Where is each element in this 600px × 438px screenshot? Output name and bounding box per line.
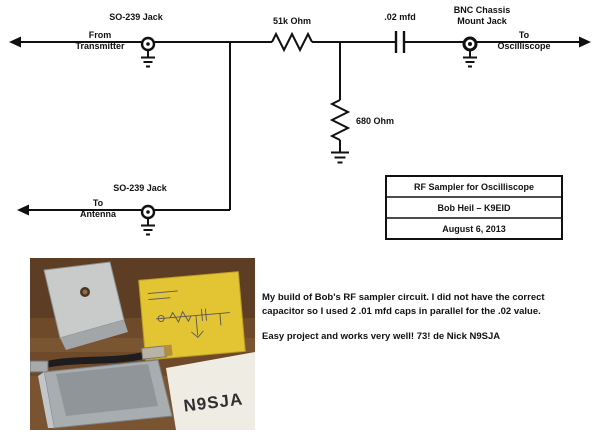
title-block-title: RF Sampler for Oscilliscope [414, 182, 534, 192]
ground-icon [141, 56, 155, 68]
bnc-jack-symbol [462, 36, 478, 68]
to-antenna-label: To [93, 198, 104, 208]
to-oscilloscope-label: Oscilliscope [497, 41, 550, 51]
arrow-right-oscilloscope-icon [579, 36, 591, 48]
build-photo: N9SJA [30, 258, 255, 430]
ground-icon [141, 224, 155, 236]
so239-jack-bottom-symbol [140, 204, 156, 236]
chassis-box [38, 359, 173, 429]
callsign-paper: N9SJA [166, 352, 255, 430]
coax-cable [30, 344, 173, 373]
bnc-jack-label: BNC Chassis [454, 5, 511, 15]
caption-paragraph-2: Easy project and works very well! 73! de… [262, 330, 501, 342]
resistor-51k-label: 51k Ohm [273, 16, 311, 26]
capacitor-symbol [394, 31, 406, 53]
title-block-date: August 6, 2013 [442, 224, 506, 234]
title-block-author: Bob Heil – K9EID [437, 203, 511, 213]
so239-top-label: SO-239 Jack [109, 12, 164, 22]
resistor-680-label: 680 Ohm [356, 116, 394, 126]
resistor-51k-symbol [271, 31, 313, 53]
title-block: RF Sampler for Oscilliscope Bob Heil – K… [385, 175, 563, 240]
from-transmitter-label: From [89, 30, 112, 40]
arrow-left-antenna-icon [17, 204, 29, 216]
schematic-note [138, 271, 246, 361]
branch-wire-680 [329, 42, 351, 152]
circuit-schematic: From Transmitter SO-239 Jack 51k Ohm .02… [9, 5, 591, 240]
metal-bracket [43, 261, 128, 350]
from-transmitter-label: Transmitter [75, 41, 125, 51]
so239-jack-top-symbol [140, 36, 156, 68]
to-oscilloscope-label: To [519, 30, 530, 40]
bnc-jack-label: Mount Jack [457, 16, 508, 26]
to-antenna-label: Antenna [80, 209, 117, 219]
so239-bottom-label: SO-239 Jack [113, 183, 168, 193]
caption-text: My build of Bob's RF sampler circuit. I … [262, 291, 558, 354]
ground-icon [463, 56, 477, 68]
arrow-left-transmitter-icon [9, 36, 21, 48]
caption-paragraph-1: My build of Bob's RF sampler circuit. I … [262, 292, 545, 317]
ground-icon [331, 151, 349, 164]
capacitor-label: .02 mfd [384, 12, 416, 22]
resistor-680-symbol [329, 99, 351, 141]
